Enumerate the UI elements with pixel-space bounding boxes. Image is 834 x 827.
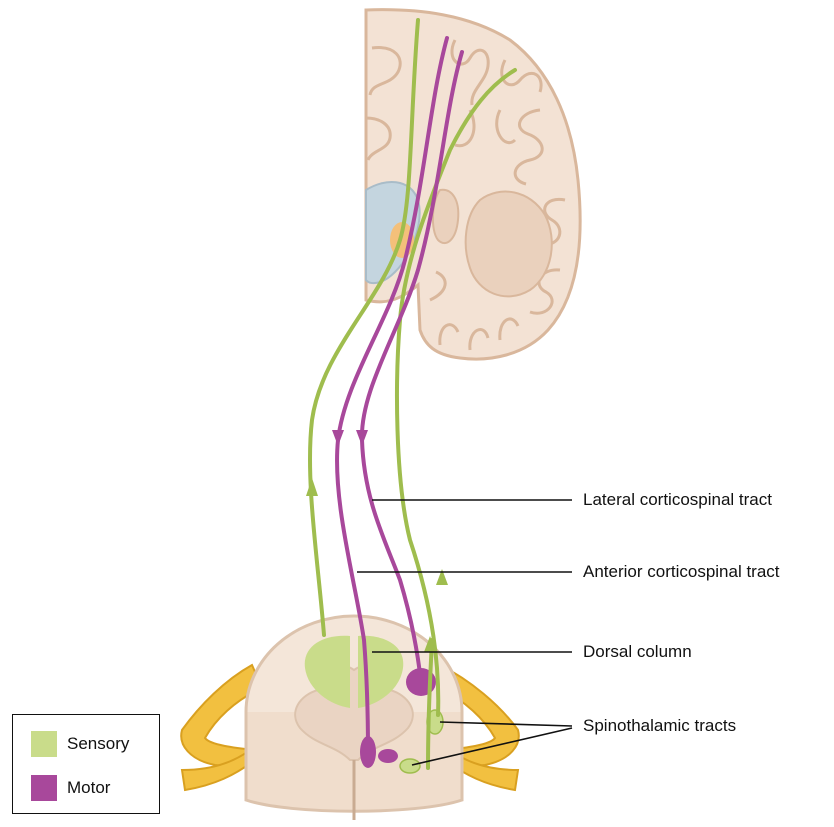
legend: Sensory Motor xyxy=(12,714,160,814)
label-lateral-corticospinal: Lateral corticospinal tract xyxy=(583,490,772,510)
label-spinothalamic: Spinothalamic tracts xyxy=(583,716,736,736)
arrow-down-lateral xyxy=(356,430,368,446)
basal-ganglia xyxy=(466,192,552,297)
motor-swatch xyxy=(31,775,57,801)
motor-area-small xyxy=(378,749,398,763)
label-dorsal-column: Dorsal column xyxy=(583,642,692,662)
label-anterior-corticospinal: Anterior corticospinal tract xyxy=(583,562,780,582)
thalamus-region xyxy=(433,190,458,243)
legend-label-sensory: Sensory xyxy=(67,734,129,754)
legend-label-motor: Motor xyxy=(67,778,110,798)
spinothalamic-area-2 xyxy=(400,759,420,773)
legend-item-sensory: Sensory xyxy=(31,731,129,757)
sensory-swatch xyxy=(31,731,57,757)
arrow-down-anterior xyxy=(332,430,344,446)
arrow-up-dorsal xyxy=(306,478,318,496)
legend-item-motor: Motor xyxy=(31,775,110,801)
brain-hemisphere xyxy=(366,10,580,359)
